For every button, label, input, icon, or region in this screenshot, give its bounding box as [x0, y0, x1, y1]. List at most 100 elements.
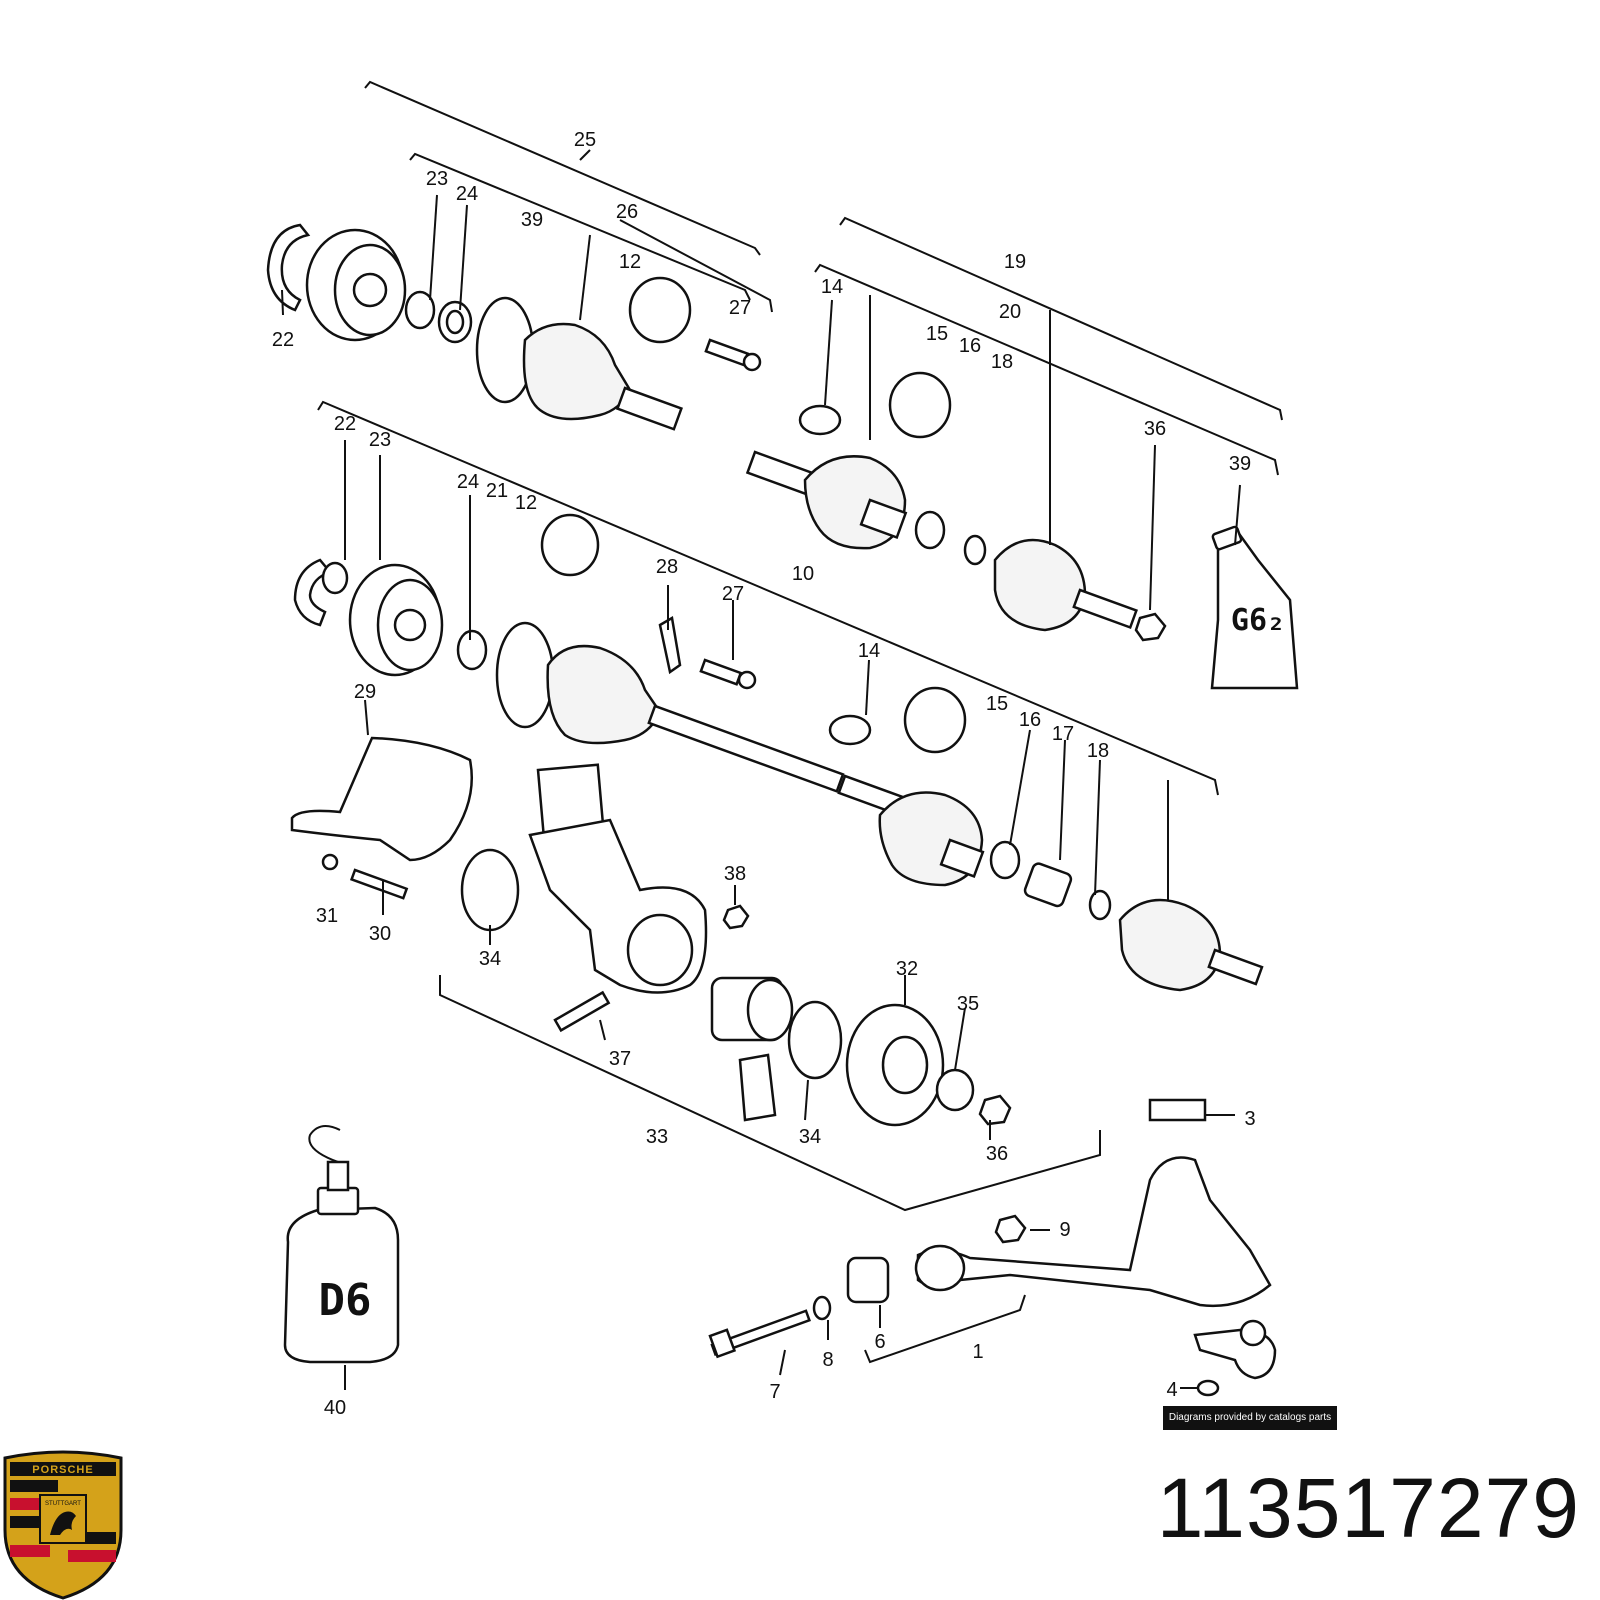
dished-washer: [989, 840, 1021, 880]
diagram-credit: Diagrams provided by catalogs parts: [1163, 1406, 1337, 1430]
oil-bottle: D6: [283, 1125, 400, 1364]
callout-15: 15: [926, 323, 948, 345]
callout-32: 32: [896, 958, 918, 980]
grease-tube-label: G6₂: [1231, 603, 1285, 638]
callout-21: 21: [486, 480, 508, 502]
callout-6: 6: [874, 1331, 885, 1353]
clamp: [903, 686, 967, 754]
callout-30: 30: [369, 923, 391, 945]
circlip: [963, 534, 987, 566]
svg-text:STUTTGART: STUTTGART: [45, 1501, 81, 1507]
axle-shaft: [647, 704, 845, 793]
cv-boot: [546, 644, 662, 745]
callout-18-mid: 18: [1087, 740, 1109, 762]
clamp: [828, 714, 872, 746]
callout-39-tube: 39: [1229, 453, 1251, 475]
part-number: 113517279: [1156, 1461, 1580, 1555]
callout-24: 24: [456, 183, 478, 205]
callout-16: 16: [959, 335, 981, 357]
hub-assembly: [439, 763, 1101, 1212]
clamp: [888, 371, 952, 439]
callout-22: 22: [272, 329, 294, 351]
callout-33: 33: [646, 1126, 668, 1148]
callout-38: 38: [724, 863, 746, 885]
callout-27-mid: 27: [722, 583, 744, 605]
cv-boot: [1118, 898, 1222, 992]
dished-washer: [914, 510, 946, 550]
callout-35: 35: [957, 993, 979, 1015]
upper-right-assembly: G6₂: [745, 216, 1299, 690]
hub-bolt: [553, 990, 611, 1033]
grease-packet: [738, 1053, 777, 1122]
callout-31: 31: [316, 905, 338, 927]
svg-text:PORSCHE: PORSCHE: [32, 1464, 93, 1476]
callout-14: 14: [821, 276, 843, 298]
callout-23: 23: [426, 168, 448, 190]
clamp: [540, 513, 600, 577]
callout-10: 10: [792, 563, 814, 585]
callout-39: 39: [521, 209, 543, 231]
cv-boot: [993, 538, 1087, 632]
washer: [321, 853, 339, 871]
spacer-sleeve: [1023, 862, 1073, 908]
callout-34: 34: [479, 948, 501, 970]
callout-9: 9: [1059, 1219, 1070, 1241]
callout-1: 1: [972, 1341, 983, 1363]
porsche-crest-logo: PORSCHE STUTTGART: [3, 1450, 123, 1600]
circlip: [404, 290, 436, 330]
callout-29: 29: [354, 681, 376, 703]
callout-37: 37: [609, 1048, 631, 1070]
bushing: [846, 1256, 890, 1304]
callout-17: 17: [1052, 723, 1074, 745]
axle-nut: [978, 1094, 1012, 1126]
mounting-plate: [1148, 1098, 1207, 1122]
nut: [994, 1214, 1027, 1244]
callout-4: 4: [1166, 1379, 1177, 1401]
callout-36-lower: 36: [986, 1143, 1008, 1165]
callout-16-mid: 16: [1019, 709, 1041, 731]
cv-boot: [522, 322, 632, 421]
callout-12-mid: 12: [515, 492, 537, 514]
callout-14-mid: 14: [858, 640, 880, 662]
bolt: [704, 338, 750, 367]
callout-26: 26: [616, 201, 638, 223]
thrust-washer: [935, 1068, 975, 1112]
circlip: [787, 1000, 843, 1080]
lock-ring: [266, 223, 311, 312]
circlip: [321, 561, 349, 595]
callout-25: 25: [574, 129, 596, 151]
callout-36: 36: [1144, 418, 1166, 440]
callout-34-lower: 34: [799, 1126, 821, 1148]
circlip: [1088, 889, 1112, 921]
callout-24-mid: 24: [457, 471, 479, 493]
grease-tube: G6₂: [1210, 525, 1299, 690]
nut: [722, 904, 750, 930]
washer: [812, 1295, 832, 1321]
callout-19: 19: [1004, 251, 1026, 273]
screw: [349, 868, 409, 900]
oil-bottle-label: D6: [319, 1275, 372, 1326]
callout-22-mid: 22: [334, 413, 356, 435]
leader-lines: [281, 194, 1241, 1390]
lock-ring: [293, 558, 333, 627]
callout-27: 27: [729, 297, 751, 319]
callout-7: 7: [769, 1381, 780, 1403]
washer: [1196, 1379, 1220, 1397]
clamp: [798, 404, 842, 436]
circlip: [460, 848, 520, 932]
bolt: [699, 658, 743, 686]
callout-40: 40: [324, 1397, 346, 1419]
callout-labels: 25 23 24 39 26 12 27 22 19 14 20 15 16 1…: [272, 129, 1256, 1419]
callout-18: 18: [991, 351, 1013, 373]
shaft: [615, 386, 683, 431]
dished-washer: [456, 629, 488, 671]
upper-left-assembly: [266, 80, 773, 431]
callout-3: 3: [1244, 1108, 1255, 1130]
callout-20: 20: [999, 301, 1021, 323]
nut: [1134, 612, 1167, 642]
retaining-clip: [658, 616, 682, 675]
callout-15-mid: 15: [986, 693, 1008, 715]
callout-8: 8: [822, 1349, 833, 1371]
clamp: [628, 276, 692, 344]
